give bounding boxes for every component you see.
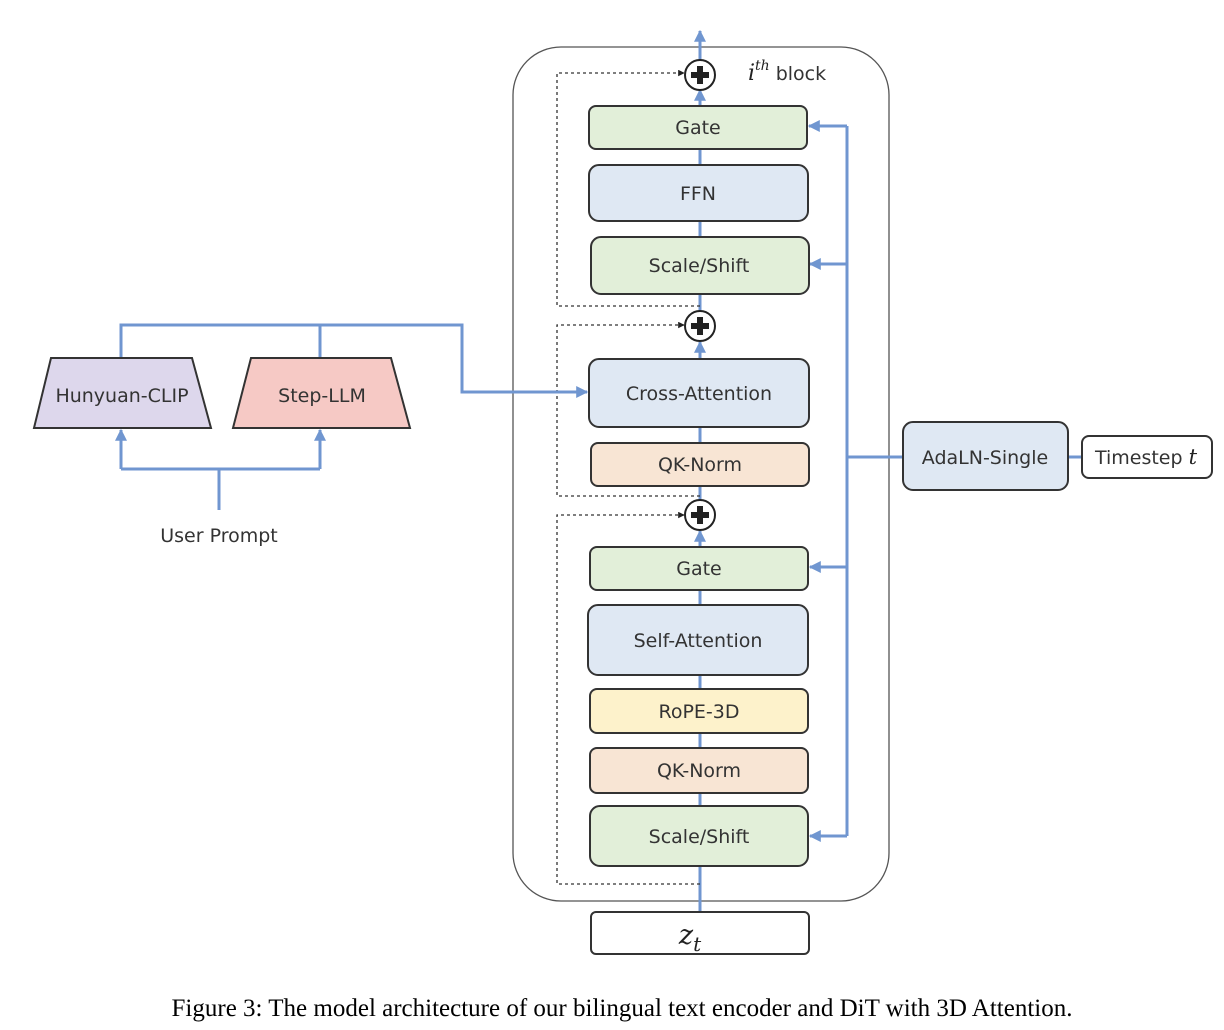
step-llm-label: Step-LLM <box>278 385 366 407</box>
hunyuan-clip-label: Hunyuan-CLIP <box>55 385 188 407</box>
gate-box-bottom <box>589 546 809 591</box>
qk-norm-label-bottom: QK-Norm <box>657 760 741 782</box>
qk-norm-box-top <box>590 442 810 487</box>
timestep-label: Timestep t <box>1094 445 1198 469</box>
qk-norm-label-top: QK-Norm <box>658 454 742 476</box>
cross-attention-box <box>588 358 810 428</box>
cross-attention-label: Cross-Attention <box>626 383 772 405</box>
residual-add-icon-top <box>684 59 716 91</box>
rope-3d-label: RoPE-3D <box>658 701 739 723</box>
hunyuan-clip-encoder <box>32 357 213 429</box>
latent-input-label: zt <box>678 920 702 956</box>
residual-cross-attention <box>556 321 700 497</box>
adaln-single-box <box>902 421 1069 491</box>
rope-3d-box <box>589 688 809 734</box>
timestep-box <box>1081 435 1213 479</box>
gate-label-top: Gate <box>675 117 721 139</box>
step-llm-encoder <box>231 357 412 429</box>
adaln-single-label: AdaLN-Single <box>922 447 1048 469</box>
scale-shift-label-top: Scale/Shift <box>649 255 750 277</box>
self-attention-label: Self-Attention <box>634 630 763 652</box>
latent-input-box <box>590 911 810 955</box>
figure-caption: Figure 3: The model architecture of our … <box>172 995 1073 1022</box>
gate-label-bottom: Gate <box>676 558 722 580</box>
residual-ffn <box>556 69 700 307</box>
user-prompt-label: User Prompt <box>160 525 278 547</box>
text-embedding-to-cross-attention <box>119 323 589 398</box>
scale-shift-box-top <box>590 236 810 295</box>
ffn-box <box>588 164 809 222</box>
gate-box-top <box>588 105 808 150</box>
residual-add-icon-middle <box>684 310 716 342</box>
scale-shift-box-bottom <box>589 805 809 867</box>
scale-shift-label-bottom: Scale/Shift <box>649 826 750 848</box>
ffn-label: FFN <box>680 183 716 205</box>
self-attention-box <box>587 604 809 676</box>
qk-norm-box-bottom <box>589 747 809 794</box>
residual-add-icon-bottom <box>684 499 716 531</box>
